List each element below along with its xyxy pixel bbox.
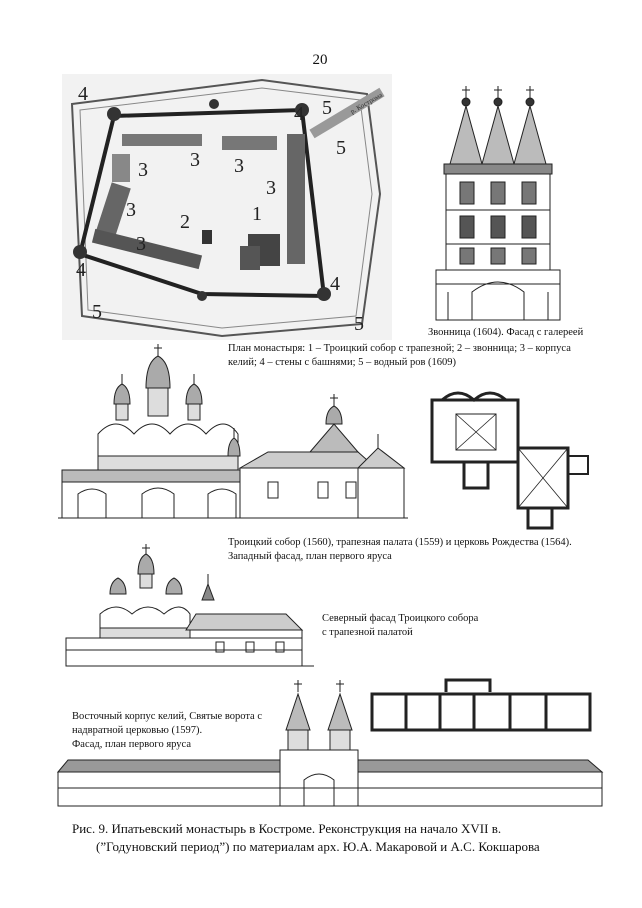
figure-caption-line-2: (”Годуновский период”) по материалам арх… [96,839,540,854]
figure-caption-line-1: Рис. 9. Ипатьевский монастырь в Костроме… [72,821,502,836]
svg-text:4: 4 [330,273,340,295]
belfry-caption: Звонница (1604). Фасад с галереей [428,327,584,338]
belfry-facade-drawing [435,86,561,321]
plan-caption-line-2: келий; 4 – стены с башнями; 5 – водный р… [228,357,457,368]
svg-text:3: 3 [234,155,244,177]
svg-text:5: 5 [322,97,332,119]
svg-text:5: 5 [336,137,346,159]
page-number: 20 [312,52,328,68]
svg-text:1: 1 [252,203,262,225]
cathedral-caption-line-2: Западный фасад, план первого яруса [228,551,392,562]
svg-text:3: 3 [266,177,276,199]
svg-text:3: 3 [126,199,136,221]
east-block-caption-line-2: надвратной церковью (1597). [72,725,203,736]
svg-text:3: 3 [190,149,200,171]
north-facade-caption-line-1: Северный фасад Троицкого собора [322,613,479,624]
svg-text:4: 4 [78,83,88,105]
cathedral-caption-line-1: Троицкий собор (1560), трапезная палата … [228,537,572,548]
plan-caption-line-1: План монастыря: 1 – Троицкий собор с тра… [228,343,571,354]
svg-text:5: 5 [92,301,102,323]
east-block-plan-drawing [370,678,592,732]
svg-text:4: 4 [294,103,304,125]
svg-text:3: 3 [138,159,148,181]
east-block-caption-line-1: Восточный корпус келий, Святые ворота с [72,711,262,722]
east-block-caption-line-3: Фасад, план первого яруса [72,739,191,750]
svg-text:4: 4 [76,259,86,281]
svg-text:2: 2 [180,211,190,233]
svg-text:5: 5 [354,313,364,335]
monastery-plan-drawing: р. Кострома 1 2 3 3 3 3 3 3 4 4 4 4 5 5 … [62,74,392,340]
cathedral-ground-plan-drawing [430,391,589,530]
north-facade-caption-line-2: с трапезной палатой [322,627,413,638]
east-block-facade-drawing [56,680,604,807]
cathedral-west-facade-drawing [58,344,408,519]
svg-text:3: 3 [136,233,146,255]
north-facade-drawing [65,544,314,667]
